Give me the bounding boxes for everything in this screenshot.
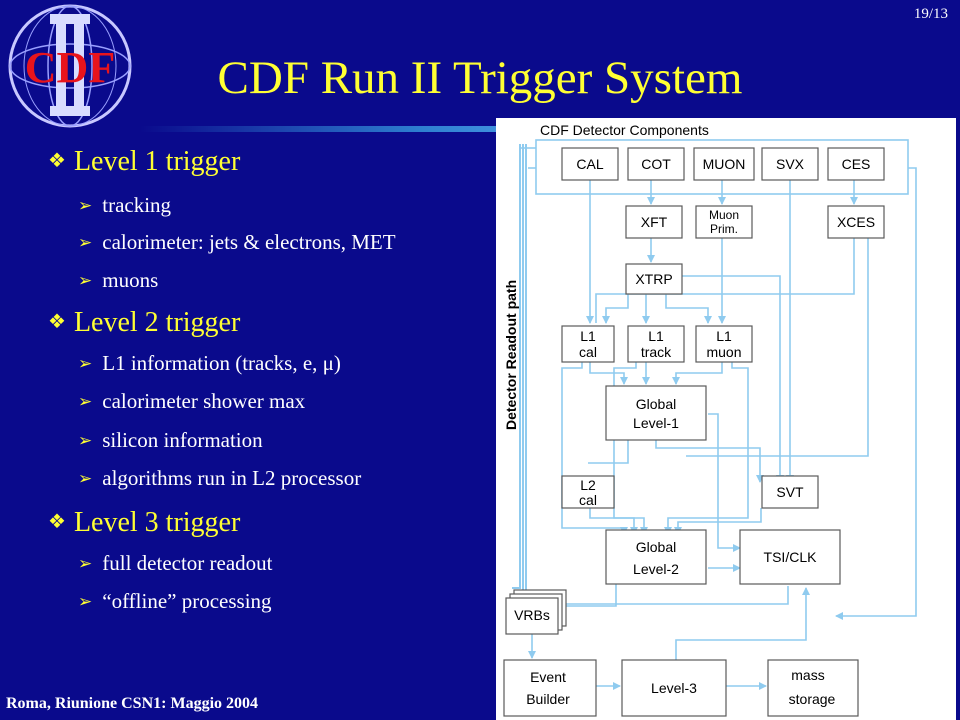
slide-title: CDF Run II Trigger System xyxy=(217,52,743,104)
box-svx xyxy=(761,147,819,181)
sub-bullet: ➢ full detector readout xyxy=(78,551,273,576)
label-xft: XFT xyxy=(641,214,668,230)
label-l1track-2: track xyxy=(641,344,672,360)
diagram-header: CDF Detector Components xyxy=(540,122,709,138)
arrow-bullet-icon: ➢ xyxy=(78,469,93,488)
arrow-bullet-icon: ➢ xyxy=(78,554,93,573)
label-muon: MUON xyxy=(703,156,746,172)
label-event-builder-1: Event xyxy=(530,669,566,685)
box-global-level1 xyxy=(605,385,707,441)
label-l1cal-2: cal xyxy=(579,344,597,360)
box-vrbs xyxy=(505,597,559,635)
sub-bullet-text: calorimeter: jets & electrons, MET xyxy=(102,230,396,254)
arrow-bullet-icon: ➢ xyxy=(78,431,93,450)
trigger-system-diagram: CDF Detector Components Detector Readout… xyxy=(496,118,956,720)
sub-bullet: ➢ L1 information (tracks, e, μ) xyxy=(78,351,341,376)
box-muon xyxy=(693,147,755,181)
sub-bullet: ➢ calorimeter: jets & electrons, MET xyxy=(78,230,396,255)
box-xces xyxy=(827,205,885,239)
box-l1-muon xyxy=(695,325,753,363)
sub-bullet-text: “offline” processing xyxy=(102,589,272,613)
box-global-level2 xyxy=(605,529,707,585)
bullet-level1-trigger: ❖ Level 1 trigger xyxy=(48,146,240,178)
arrow-bullet-icon: ➢ xyxy=(78,392,93,411)
box-event-builder xyxy=(503,659,597,717)
box-svt xyxy=(761,475,819,509)
label-l2cal-2: cal xyxy=(579,492,597,508)
bullet-label: Level 2 trigger xyxy=(73,307,241,338)
sub-bullet-text: tracking xyxy=(102,193,172,217)
diamond-bullet-icon: ❖ xyxy=(48,150,66,172)
label-cal: CAL xyxy=(576,156,603,172)
box-mass-storage xyxy=(767,659,859,717)
diamond-bullet-icon: ❖ xyxy=(48,311,66,333)
footer-text: Roma, Riunione CSN1: Maggio 2004 xyxy=(6,695,259,712)
label-vrbs: VRBs xyxy=(514,607,550,623)
arrow-bullet-icon: ➢ xyxy=(78,354,93,373)
box-ces xyxy=(827,147,885,181)
box-l2-cal xyxy=(561,475,615,509)
label-global-l1-2: Level-1 xyxy=(633,415,679,431)
label-svx: SVX xyxy=(776,156,805,172)
label-ces: CES xyxy=(842,156,871,172)
label-tsi-clk: TSI/CLK xyxy=(764,549,818,565)
bullet-list: ❖ Level 1 trigger ➢ tracking ➢ calorimeter:… xyxy=(48,0,498,720)
label-event-builder-2: Builder xyxy=(526,691,570,707)
label-xtrp: XTRP xyxy=(635,271,672,287)
sub-bullet: ➢ muons xyxy=(78,268,158,293)
diagram-connectors xyxy=(512,139,917,690)
label-muon-prim-1: Muon xyxy=(709,208,739,222)
label-level3: Level-3 xyxy=(651,680,697,696)
sub-bullet-text: L1 information (tracks, e, μ) xyxy=(102,351,341,375)
arrow-bullet-icon: ➢ xyxy=(78,196,93,215)
label-l1muon-2: muon xyxy=(706,344,741,360)
sub-bullet: ➢ tracking xyxy=(78,193,171,218)
readout-path-label: Detector Readout path xyxy=(503,280,519,430)
cdf-logo: CDF xyxy=(8,4,132,128)
box-level3 xyxy=(621,659,727,717)
box-muon-prim xyxy=(695,205,753,239)
arrow-bullet-icon: ➢ xyxy=(78,233,93,252)
bullet-level2-trigger: ❖ Level 2 trigger xyxy=(48,307,240,339)
label-mass-storage-2: storage xyxy=(789,691,836,707)
label-xces: XCES xyxy=(837,214,875,230)
sub-bullet: ➢ calorimeter shower max xyxy=(78,389,305,414)
box-l1-track xyxy=(627,325,685,363)
label-mass-storage-1: mass xyxy=(791,667,824,683)
label-global-l2-2: Level-2 xyxy=(633,561,679,577)
bullet-level3-trigger: ❖ Level 3 trigger xyxy=(48,507,240,539)
logo-text: CDF xyxy=(25,43,115,92)
label-muon-prim-2: Prim. xyxy=(710,222,738,236)
label-l1cal-1: L1 xyxy=(580,328,596,344)
sub-bullet-text: algorithms run in L2 processor xyxy=(102,466,362,490)
sub-bullet: ➢ “offline” processing xyxy=(78,589,272,614)
box-xtrp xyxy=(625,263,683,295)
sub-bullet-text: full detector readout xyxy=(102,551,273,575)
label-l2cal-1: L2 xyxy=(580,477,596,493)
box-tsi-clk xyxy=(739,529,841,585)
arrow-bullet-icon: ➢ xyxy=(78,271,93,290)
arrow-bullet-icon: ➢ xyxy=(78,592,93,611)
bullet-label: Level 3 trigger xyxy=(73,507,241,538)
box-cot xyxy=(627,147,685,181)
sub-bullet: ➢ algorithms run in L2 processor xyxy=(78,466,361,491)
label-cot: COT xyxy=(641,156,671,172)
box-cal xyxy=(561,147,619,181)
label-global-l2-1: Global xyxy=(636,539,676,555)
sub-bullet-text: calorimeter shower max xyxy=(102,389,306,413)
bullet-label: Level 1 trigger xyxy=(73,146,241,177)
sub-bullet: ➢ silicon information xyxy=(78,428,263,453)
label-l1track-1: L1 xyxy=(648,328,664,344)
box-xft xyxy=(625,205,683,239)
sub-bullet-text: silicon information xyxy=(102,428,263,452)
label-svt: SVT xyxy=(776,484,804,500)
label-l1muon-1: L1 xyxy=(716,328,732,344)
diamond-bullet-icon: ❖ xyxy=(48,511,66,533)
box-l1-cal xyxy=(561,325,615,363)
sub-bullet-text: muons xyxy=(102,268,159,292)
label-global-l1-1: Global xyxy=(636,396,676,412)
page-number: 19/13 xyxy=(913,6,948,22)
